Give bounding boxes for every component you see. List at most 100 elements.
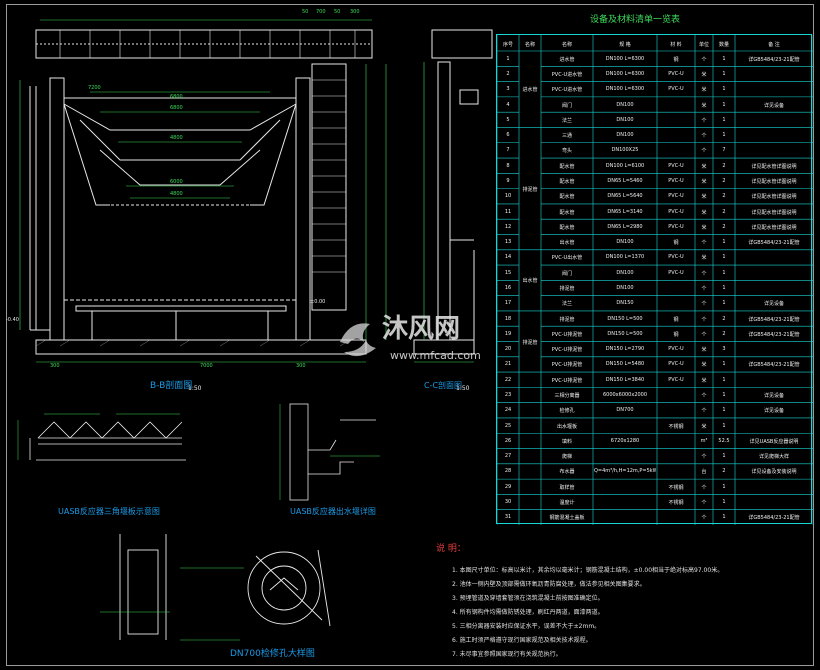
table-cell: 钢 bbox=[673, 56, 679, 63]
table-cell: 详见配水管详图说明 bbox=[751, 163, 797, 170]
table-cell: 2 bbox=[722, 162, 726, 169]
table-cell: 详GB5484/23-21配管 bbox=[748, 515, 800, 522]
table-cell: 详见UASB反应器说明 bbox=[749, 438, 799, 445]
note-line: 4. 所有钢构件均需做防锈处理，刷红丹两道，面漆两道。 bbox=[452, 609, 604, 616]
table-cell: PVC-U bbox=[668, 223, 684, 230]
table-cell: 钢 bbox=[673, 240, 679, 247]
section-bb-dimensions bbox=[19, 19, 387, 363]
table-cell: 2 bbox=[722, 208, 726, 215]
table-cell: 1 bbox=[722, 499, 726, 506]
table-cell: 2 bbox=[722, 177, 726, 184]
dim-text: 300 bbox=[50, 363, 60, 369]
table-cell: DN150 L=500 bbox=[607, 315, 643, 322]
table-cell: 2 bbox=[722, 193, 726, 200]
overflow-caption: UASB反应器出水堰详图 bbox=[290, 507, 376, 516]
dim-text: 7000 bbox=[200, 363, 213, 369]
note-line: 2. 池体一侧内壁及顶部需做环氧沥青防腐处理，做法参见相关图集要求。 bbox=[452, 581, 646, 588]
table-cell: PVC-U进水管 bbox=[551, 71, 583, 78]
table-header-cell: 材 料 bbox=[670, 42, 682, 48]
table-cell: 2 bbox=[722, 330, 726, 337]
table-cell: 个 bbox=[701, 393, 707, 400]
table-cell: 21 bbox=[504, 361, 512, 368]
table-header-cell: 备 注 bbox=[768, 42, 780, 48]
dn700-detail-geometry bbox=[119, 534, 331, 640]
table-cell: 6 bbox=[506, 132, 510, 139]
table-cell: 个 bbox=[701, 454, 707, 461]
table-cell: 排泥管 bbox=[559, 286, 575, 292]
table-cell: 1 bbox=[722, 361, 726, 368]
table-cell: m³ bbox=[700, 437, 708, 444]
table-cell: DN100 L=6300 bbox=[605, 70, 645, 77]
table-cell: PVC-U bbox=[668, 346, 684, 353]
table-cell: 1 bbox=[722, 285, 726, 291]
table-cell: 1 bbox=[722, 86, 726, 93]
table-cell: 温度计 bbox=[559, 500, 575, 507]
table-cell: PVC-U bbox=[668, 70, 684, 77]
section-cc-geometry bbox=[413, 29, 493, 355]
three-phase-detail-dims bbox=[17, 413, 180, 460]
table-header-cell: 数量 bbox=[718, 42, 729, 48]
overflow-detail-geometry bbox=[289, 403, 376, 501]
table-cell: 详GB5484/23-21配管 bbox=[748, 316, 800, 323]
section-cc-caption: C-C剖面图 bbox=[424, 381, 463, 390]
table-cell: 详见配水管详图说明 bbox=[751, 178, 797, 185]
table-cell: PVC-U进水管 bbox=[551, 87, 583, 94]
table-cell: 个 bbox=[701, 133, 707, 140]
table-cell: 30 bbox=[504, 499, 512, 506]
elevation-label: ±0.00 bbox=[310, 299, 326, 305]
dim-text: 50 bbox=[302, 9, 309, 15]
table-cell: 出水管 bbox=[559, 240, 575, 247]
table-cell: 4 bbox=[506, 101, 510, 108]
table-cell: 22 bbox=[504, 376, 512, 383]
table-cell: 1 bbox=[722, 269, 726, 276]
table-cell: 1 bbox=[722, 254, 726, 261]
table-cell: PVC-U bbox=[668, 193, 684, 200]
table-cell: 20 bbox=[504, 346, 512, 353]
table-cell: PVC-U排泥管 bbox=[551, 347, 583, 354]
table-cell: 配水管 bbox=[559, 209, 575, 216]
table-cell: 详GB5484/23-21配管 bbox=[748, 56, 800, 63]
table-cell: 配水管 bbox=[559, 194, 575, 201]
table-cell: 不锈钢 bbox=[668, 423, 684, 430]
table-cell: 1 bbox=[722, 116, 726, 123]
table-cell: 米 bbox=[701, 87, 707, 94]
elevation-label: -0.40 bbox=[6, 317, 19, 323]
table-cell: 1 bbox=[722, 101, 726, 108]
table-cell: 1 bbox=[722, 392, 726, 399]
table-cell: 爬梯 bbox=[561, 454, 572, 461]
table-cell: 个 bbox=[701, 301, 707, 308]
watermark-brand: 沐风网 bbox=[382, 314, 461, 344]
table-cell: Q=4m³/h,H=12m,P=5kW bbox=[594, 468, 656, 475]
dim-text: 300 bbox=[350, 9, 360, 15]
table-cell: 不锈钢 bbox=[668, 500, 684, 507]
table-cell: 详见配水管详图说明 bbox=[751, 224, 797, 231]
table-cell: DN150 L=3840 bbox=[605, 376, 645, 383]
dim-text: 7200 bbox=[88, 85, 101, 91]
table-cell: 12 bbox=[504, 223, 512, 230]
table-cell: DN65 L=3140 bbox=[607, 208, 643, 215]
table-header-cell: 名称 bbox=[524, 42, 535, 48]
table-cell: DN100 bbox=[616, 285, 634, 291]
table-cell: 米 bbox=[701, 194, 707, 201]
watermark-logo-mark-icon bbox=[340, 323, 376, 357]
right-wall bbox=[295, 77, 311, 341]
table-cell: PVC-U排泥管 bbox=[551, 362, 583, 369]
table-group-cell: 出水管 bbox=[522, 278, 538, 285]
table-cell: 29 bbox=[504, 483, 512, 490]
table-cell: DN100 bbox=[616, 101, 634, 108]
table-cell: 2 bbox=[722, 468, 726, 475]
dim-text: 50 bbox=[334, 9, 341, 15]
table-cell: 1 bbox=[722, 514, 726, 521]
table-cell: 1 bbox=[722, 55, 726, 62]
section-bb-scale: 1:50 bbox=[188, 385, 202, 392]
dim-text: 4800 bbox=[170, 191, 183, 197]
three-phase-caption: UASB反应器三角堰板示意图 bbox=[58, 507, 160, 516]
table-cell: 米 bbox=[701, 377, 707, 384]
table-cell: 2 bbox=[722, 223, 726, 230]
table-cell: DN100 L=6100 bbox=[605, 162, 645, 169]
table-cell: PVC-U出水管 bbox=[551, 255, 583, 262]
dim-text: 700 bbox=[316, 9, 326, 15]
table-header-cell: 规 格 bbox=[619, 42, 631, 48]
table-cell: 1 bbox=[722, 300, 726, 307]
table-cell: 27 bbox=[504, 453, 512, 460]
